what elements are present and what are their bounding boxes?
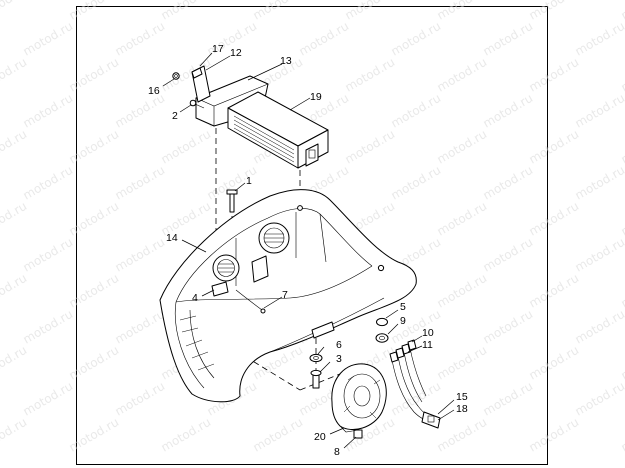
callout-15: 15 bbox=[456, 391, 468, 403]
watermark-text: motod.ru bbox=[573, 19, 625, 59]
amplifier-unit bbox=[227, 91, 329, 169]
watermark-text: motod.ru bbox=[21, 307, 76, 347]
callout-19: 19 bbox=[310, 91, 322, 103]
watermark-text: motod.ru bbox=[619, 343, 625, 383]
callout-2: 2 bbox=[172, 110, 178, 122]
callout-9: 9 bbox=[400, 315, 406, 327]
watermark-text: motod.ru bbox=[573, 163, 625, 203]
speaker-assembly bbox=[331, 363, 387, 433]
callout-18: 18 bbox=[456, 403, 468, 415]
watermark-text: motod.ru bbox=[619, 127, 625, 167]
watermark-text: motod.ru bbox=[0, 127, 29, 167]
watermark-text: motod.ru bbox=[0, 271, 29, 311]
callout-6: 6 bbox=[336, 339, 342, 351]
watermark-text: motod.ru bbox=[573, 235, 625, 275]
callout-7: 7 bbox=[282, 289, 288, 301]
callout-10: 10 bbox=[422, 327, 434, 339]
watermark-text: motod.ru bbox=[21, 91, 76, 131]
watermark-text: motod.ru bbox=[21, 19, 76, 59]
watermark-text: motod.ru bbox=[619, 55, 625, 95]
watermark-text: motod.ru bbox=[619, 415, 625, 455]
watermark-text: motod.ru bbox=[0, 415, 29, 455]
watermark-text: motod.ru bbox=[619, 199, 625, 239]
callouts: 17 12 13 16 2 19 1 14 4 7 5 9 10 11 6 3 bbox=[148, 43, 468, 458]
watermark-text: motod.ru bbox=[21, 235, 76, 275]
watermark-text: motod.ru bbox=[619, 271, 625, 311]
wire-harness bbox=[389, 339, 441, 429]
callout-4: 4 bbox=[192, 292, 198, 304]
watermark-text: motod.ru bbox=[0, 55, 29, 95]
callout-3: 3 bbox=[336, 353, 342, 365]
callout-5: 5 bbox=[400, 301, 406, 313]
callout-20: 20 bbox=[314, 431, 326, 443]
watermark-text: motod.ru bbox=[573, 379, 625, 419]
watermark-text: motod.ru bbox=[21, 379, 76, 419]
watermark-text: motod.ru bbox=[527, 0, 582, 23]
callout-13: 13 bbox=[280, 55, 292, 67]
watermark-text: motod.ru bbox=[573, 91, 625, 131]
callout-11: 11 bbox=[422, 339, 433, 351]
watermark-text: motod.ru bbox=[619, 0, 625, 23]
watermark-text: motod.ru bbox=[21, 163, 76, 203]
callout-17: 17 bbox=[212, 43, 224, 55]
watermark-text: motod.ru bbox=[573, 307, 625, 347]
callout-12: 12 bbox=[230, 47, 242, 59]
fairing-shell bbox=[159, 189, 417, 403]
callout-8: 8 bbox=[334, 446, 340, 458]
watermark-text: motod.ru bbox=[0, 343, 29, 383]
watermark-text: motod.ru bbox=[0, 0, 29, 23]
watermark-text: motod.ru bbox=[0, 199, 29, 239]
callout-14: 14 bbox=[166, 232, 178, 244]
hardware-parts bbox=[211, 189, 389, 439]
callout-16: 16 bbox=[148, 85, 160, 97]
callout-1: 1 bbox=[246, 175, 252, 187]
